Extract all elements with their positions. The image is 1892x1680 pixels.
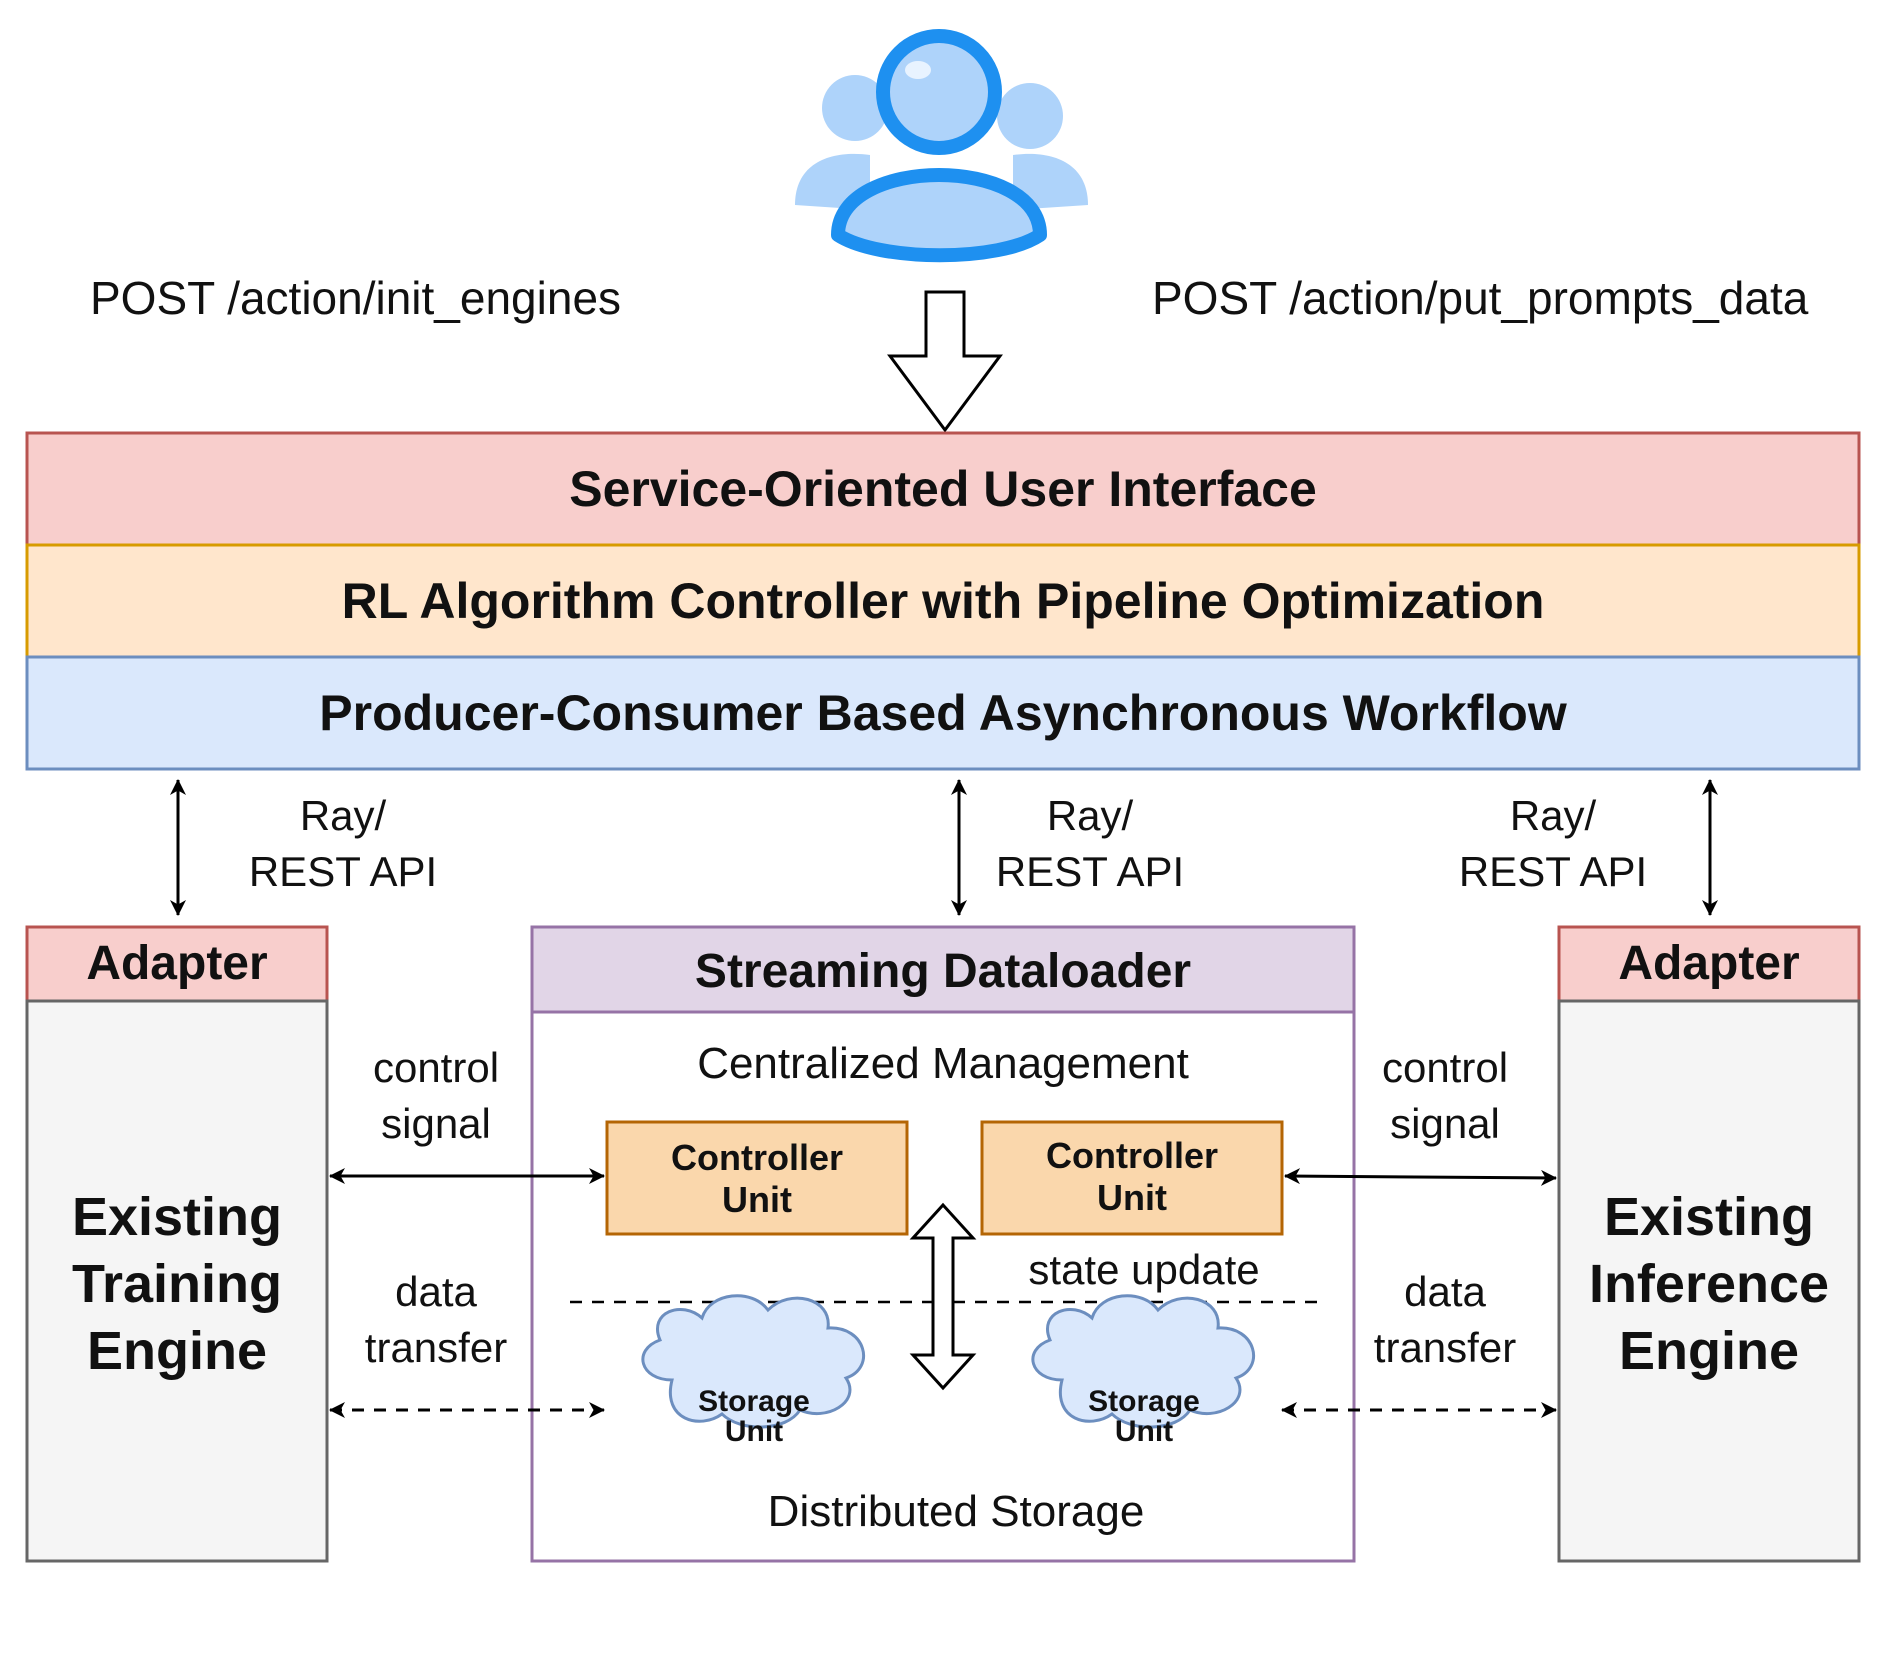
state-update-label: state update — [1028, 1246, 1259, 1293]
inference-engine-line1: Existing — [1604, 1187, 1814, 1247]
api-label-right-line1: Ray/ — [1510, 792, 1597, 839]
control-signal-right-line2: signal — [1390, 1100, 1500, 1147]
api-label-right-line2: REST API — [1459, 848, 1647, 895]
inference-adapter-label: Adapter — [1618, 937, 1799, 990]
control-signal-left-line1: control — [373, 1044, 499, 1091]
ui-layer-label: Service-Oriented User Interface — [569, 461, 1317, 517]
dataloader-header — [530, 925, 1356, 1014]
inference-engine — [1557, 999, 1861, 1563]
layer-stack: Service-Oriented User Interface RL Algor… — [25, 431, 1861, 771]
storage-unit-right-line2: Unit — [1115, 1415, 1173, 1448]
data-transfer-left-line2: transfer — [365, 1324, 507, 1371]
training-engine — [25, 999, 329, 1563]
storage-unit-left: Storage Unit — [641, 1294, 865, 1448]
storage-unit-right: Storage Unit — [1031, 1294, 1255, 1448]
dataloader-title: Streaming Dataloader — [695, 945, 1191, 998]
workflow-layer-label: Producer-Consumer Based Asynchronous Wor… — [319, 685, 1567, 741]
endpoint-put-prompts-data: POST /action/put_prompts_data — [1152, 272, 1809, 324]
controller-layer-label: RL Algorithm Controller with Pipeline Op… — [342, 573, 1545, 629]
streaming-dataloader-block: Streaming Dataloader Centralized Managem… — [530, 925, 1356, 1563]
state-update-arrow — [909, 1202, 977, 1391]
training-engine-line3: Engine — [87, 1321, 267, 1381]
api-label-left-line1: Ray/ — [300, 792, 387, 839]
api-label-center-line1: Ray/ — [1047, 792, 1134, 839]
controller-unit-right — [980, 1120, 1284, 1236]
controller-unit-left — [605, 1120, 909, 1236]
training-engine-line1: Existing — [72, 1187, 282, 1247]
control-signal-right-line1: control — [1382, 1044, 1508, 1091]
request-down-arrow — [887, 290, 1003, 433]
api-label-left-line2: REST API — [249, 848, 437, 895]
controller-unit-right-line1: Controller — [1046, 1135, 1218, 1176]
storage-unit-left-line2: Unit — [725, 1415, 783, 1448]
control-signal-arrow-right — [1284, 1168, 1557, 1186]
storage-unit-left-line1: Storage — [698, 1385, 810, 1418]
training-engine-line2: Training — [72, 1254, 282, 1314]
ui-layer — [25, 431, 1861, 547]
inference-engine-block: Adapter Existing Inference Engine — [1557, 925, 1861, 1563]
distributed-storage-label: Distributed Storage — [768, 1487, 1145, 1536]
controller-unit-left-line1: Controller — [671, 1137, 843, 1178]
control-signal-left-line2: signal — [381, 1100, 491, 1147]
api-label-center-line2: REST API — [996, 848, 1184, 895]
workflow-layer — [25, 655, 1861, 771]
endpoint-init-engines: POST /action/init_engines — [90, 272, 621, 324]
training-engine-block: Adapter Existing Training Engine — [25, 925, 329, 1563]
data-transfer-left-line1: data — [395, 1268, 477, 1315]
cloud-icon — [641, 1294, 865, 1429]
controller-unit-left-line2: Unit — [722, 1179, 792, 1220]
user-group-icon — [795, 29, 1088, 263]
training-adapter-label: Adapter — [86, 937, 267, 990]
data-transfer-right-line2: transfer — [1374, 1324, 1516, 1371]
inference-engine-line2: Inference — [1589, 1254, 1829, 1314]
cloud-icon — [1031, 1294, 1255, 1429]
centralized-management-label: Centralized Management — [697, 1039, 1189, 1088]
data-transfer-right-line1: data — [1404, 1268, 1486, 1315]
controller-unit-right-line2: Unit — [1097, 1177, 1167, 1218]
inference-engine-line3: Engine — [1619, 1321, 1799, 1381]
storage-unit-right-line1: Storage — [1088, 1385, 1200, 1418]
